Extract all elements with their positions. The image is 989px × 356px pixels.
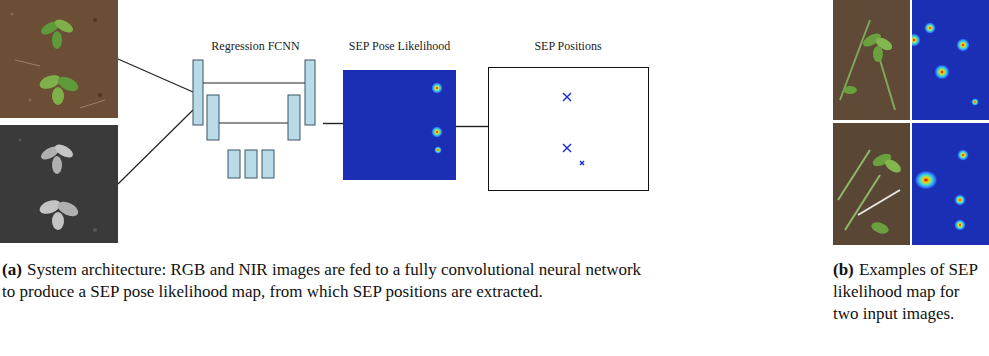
rgb-photo xyxy=(0,0,118,118)
figure-part xyxy=(563,93,571,101)
figure-part xyxy=(563,93,571,101)
figure-part xyxy=(563,93,584,165)
positions-plot xyxy=(489,68,649,191)
figure-part xyxy=(98,93,102,97)
stage-label: SEP Pose Likelihood xyxy=(343,38,456,54)
figure-part xyxy=(843,86,857,94)
figure-part xyxy=(305,60,315,125)
example-photo xyxy=(833,0,910,120)
figure-part xyxy=(924,22,936,34)
figure-part xyxy=(203,83,305,84)
figure-part xyxy=(207,95,219,140)
figure-part xyxy=(840,20,870,100)
network-icon xyxy=(193,60,315,178)
figure-part xyxy=(29,99,32,102)
figure-part xyxy=(193,60,203,125)
example-map xyxy=(912,123,989,245)
figure-part xyxy=(883,157,903,176)
figure-part xyxy=(0,125,118,243)
stage-node: Regression FCNN xyxy=(188,38,323,180)
figure-part xyxy=(52,156,62,174)
figure-part xyxy=(93,228,97,232)
figure-part xyxy=(52,212,64,230)
figure-part xyxy=(11,13,14,16)
figure-part xyxy=(431,126,443,138)
figure-part xyxy=(954,194,966,206)
figure-part xyxy=(870,220,890,236)
likelihood-map xyxy=(343,70,456,180)
figure-part xyxy=(880,60,895,110)
figure-part xyxy=(873,46,883,62)
figure-part xyxy=(580,161,584,165)
caption-text: Examples of SEP likelihood map for two i… xyxy=(833,260,977,323)
figure-part xyxy=(262,150,274,178)
caption-tag: (a) xyxy=(2,260,22,279)
figure-part xyxy=(954,219,966,231)
figure-part xyxy=(489,68,649,191)
caption-text: System architecture: RGB and NIR images … xyxy=(2,260,641,301)
figure-part xyxy=(228,150,240,178)
figure-part xyxy=(914,170,938,190)
figure-part xyxy=(912,33,921,47)
figure-part xyxy=(19,139,22,142)
stage-label: Regression FCNN xyxy=(188,38,323,54)
stage-label: SEP Positions xyxy=(488,38,648,54)
figure-part xyxy=(838,150,870,200)
figure-part xyxy=(0,0,118,118)
figure-part xyxy=(343,70,456,180)
caption: (a)System architecture: RGB and NIR imag… xyxy=(2,259,658,303)
nir-photo xyxy=(0,125,118,243)
figure-part xyxy=(93,18,97,22)
connector xyxy=(456,126,488,127)
figure-part xyxy=(431,82,443,94)
figure-part xyxy=(15,60,40,66)
figure-part xyxy=(833,123,910,245)
figure-part xyxy=(858,190,900,215)
figure-part xyxy=(956,38,970,52)
example-photo xyxy=(833,123,910,245)
connector xyxy=(323,123,343,124)
stage-node: SEP Pose Likelihood xyxy=(343,38,456,180)
figure-part xyxy=(563,144,571,152)
example-map xyxy=(912,0,989,120)
figure-part xyxy=(580,161,584,165)
figure-part xyxy=(845,175,880,230)
figure-part xyxy=(833,0,910,120)
input-line xyxy=(118,59,193,92)
figure-part xyxy=(912,0,989,120)
figure-part xyxy=(52,31,62,49)
caption: (b)Examples of SEP likelihood map for tw… xyxy=(833,259,985,325)
figure-part xyxy=(288,95,300,140)
figure-part xyxy=(563,144,571,152)
input-line xyxy=(118,110,193,184)
stage-node: SEP Positions xyxy=(488,38,648,190)
figure-part xyxy=(971,98,979,106)
figure-part xyxy=(434,146,442,154)
caption-tag: (b) xyxy=(833,260,854,279)
figure-part xyxy=(80,100,105,108)
figure-part xyxy=(245,150,257,178)
figure-part xyxy=(912,123,989,245)
figure-part xyxy=(957,149,969,161)
figure-part xyxy=(52,87,64,105)
figure-part xyxy=(934,64,950,80)
figure-part xyxy=(219,123,288,124)
